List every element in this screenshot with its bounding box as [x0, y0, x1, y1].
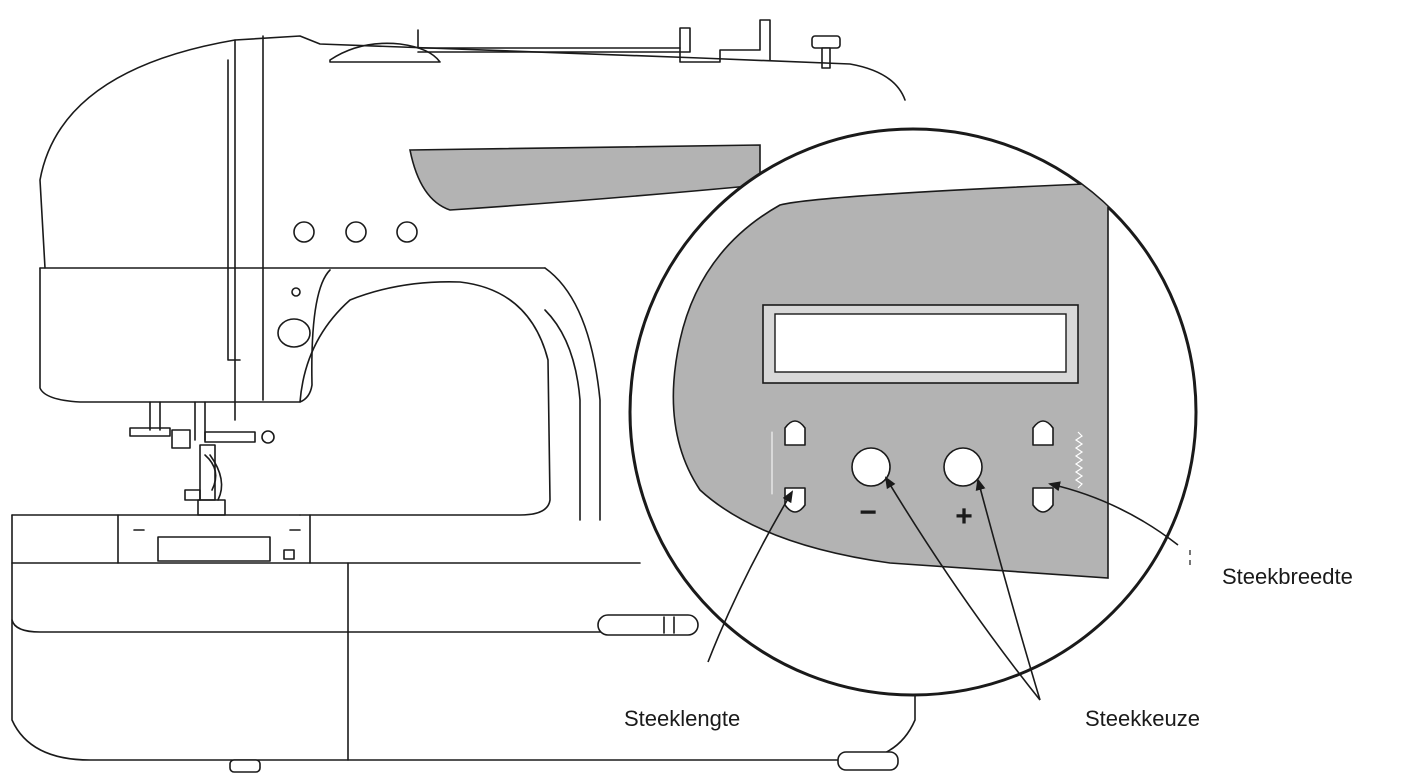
head-button-2 — [345, 221, 367, 243]
label-stitch-select: Steekkeuze — [1085, 706, 1200, 731]
stitch-width-up-button — [1032, 420, 1054, 446]
start-stop-button — [277, 318, 311, 348]
magnified-panel-callout: − + — [628, 127, 1198, 697]
stitch-width-down-button — [1032, 487, 1054, 513]
arrow-stitch-select-minus — [884, 476, 1041, 701]
label-stitch-width: Steekbreedte — [1222, 564, 1353, 589]
machine-foot-left — [229, 759, 261, 773]
upper-arm — [39, 35, 906, 269]
accent-stripe — [409, 144, 761, 211]
head-button-1 — [293, 221, 315, 243]
arm-opening — [299, 281, 551, 516]
arrow-stitch-select-plus — [975, 478, 1041, 701]
stitch-select-plus-button — [943, 447, 983, 487]
speed-slider — [597, 614, 699, 636]
stitch-length-up-button — [784, 420, 806, 446]
machine-body — [11, 19, 916, 773]
arrow-stitch-width — [1048, 481, 1179, 546]
head-button-3 — [396, 221, 418, 243]
needle-plate — [157, 536, 271, 562]
label-stitch-length: Steeklengte — [624, 706, 740, 731]
stitch-select-minus-button — [851, 447, 891, 487]
machine-foot-right — [837, 751, 899, 771]
lcd-screen — [774, 313, 1067, 373]
plus-symbol: + — [955, 500, 973, 533]
minus-symbol: − — [859, 496, 877, 529]
needle-assembly — [129, 401, 275, 516]
machine-bed — [11, 514, 916, 761]
arrow-stitch-length — [707, 490, 794, 663]
spool-pin — [811, 35, 841, 49]
callout-arrows — [707, 476, 1191, 701]
